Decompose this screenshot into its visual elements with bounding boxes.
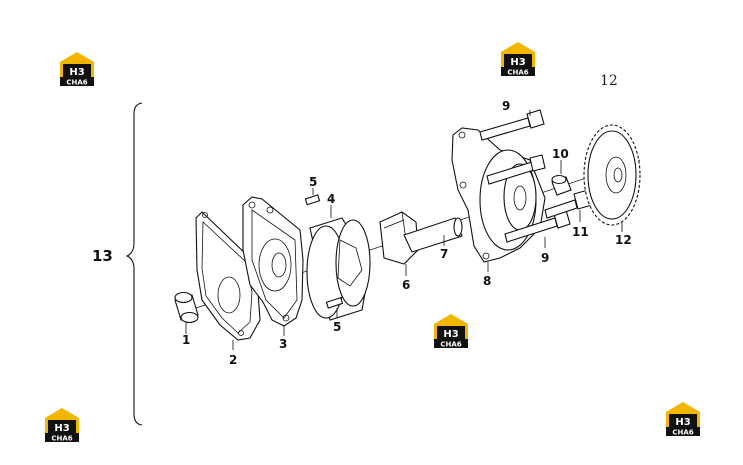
top-right-label: 12	[600, 73, 618, 89]
part-bolt-cover	[486, 154, 546, 185]
logo-sub-text: CHA6	[51, 435, 72, 443]
logo-top-left: H3 CHA6	[60, 52, 94, 87]
callout-9-lower: 9	[541, 251, 549, 265]
part-bolt-9-upper	[479, 109, 545, 141]
logo-sub-text: CHA6	[507, 69, 528, 77]
logo-middle: H3 CHA6	[434, 314, 468, 349]
logo-mark-text: H3	[54, 423, 69, 434]
logo-mark-text: H3	[443, 329, 458, 340]
logo-mark-text: H3	[675, 417, 690, 428]
part-pump-body-3	[242, 196, 304, 336]
callout-4: 4	[327, 192, 335, 206]
callout-3: 3	[279, 337, 287, 351]
logo-mark-text: H3	[69, 67, 84, 78]
logo-sub-text: CHA6	[440, 341, 461, 349]
logo-top-center: H3 CHA6	[501, 42, 535, 77]
part-dowel-pin-5-upper	[304, 188, 321, 206]
callout-2: 2	[229, 353, 237, 367]
callout-7: 7	[440, 247, 448, 261]
part-pump-cover-8	[451, 127, 546, 272]
callout-1: 1	[182, 333, 190, 347]
assembly-bracket	[125, 102, 143, 426]
logo-bottom-left: H3 CHA6	[45, 408, 79, 443]
logo-sub-text: CHA6	[66, 79, 87, 87]
part-drive-gear-12	[583, 124, 641, 232]
part-bushing-10	[551, 160, 572, 196]
callout-12: 12	[615, 233, 632, 247]
callout-10: 10	[552, 147, 569, 161]
callout-9-upper: 9	[502, 99, 510, 113]
part-outer-rotor-4	[306, 205, 371, 321]
logo-bottom-right: H3 CHA6	[666, 402, 700, 437]
assembly-label: 13	[92, 247, 113, 265]
part-bushing-1	[174, 291, 199, 334]
callout-6: 6	[402, 278, 410, 292]
callout-11: 11	[572, 225, 589, 239]
part-dowel-pin-5-lower	[325, 296, 344, 318]
logo-mark-text: H3	[510, 57, 525, 68]
callout-5-lower: 5	[333, 320, 341, 334]
part-shaft-7	[403, 217, 463, 253]
logo-sub-text: CHA6	[672, 429, 693, 437]
callout-8: 8	[483, 274, 491, 288]
callout-5-upper: 5	[309, 175, 317, 189]
